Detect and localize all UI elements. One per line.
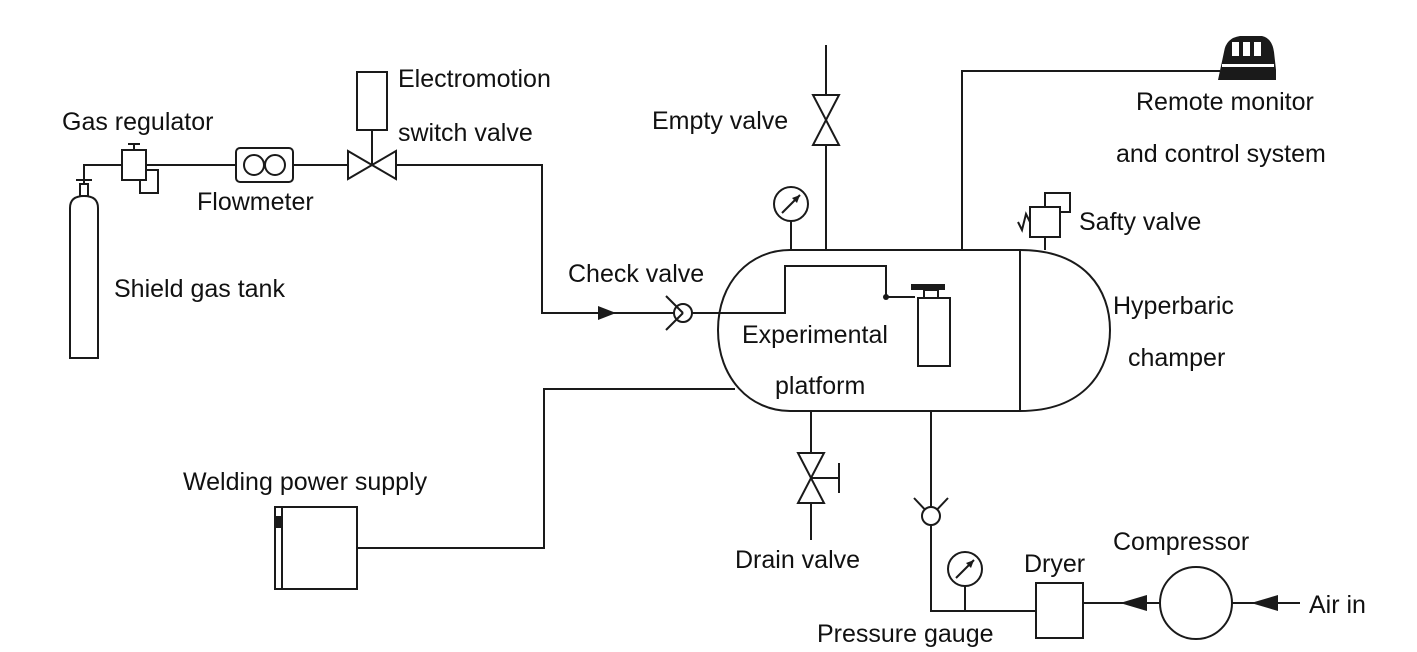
compressor: [1083, 566, 1300, 640]
dryer: [1035, 582, 1084, 639]
hyperbaric-chamber: [716, 249, 1112, 412]
remote-monitor-label-line1: Remote monitor: [1136, 88, 1314, 116]
experimental-platform: [701, 265, 951, 367]
dryer-label: Dryer: [1024, 550, 1086, 578]
flowmeter-label: Flowmeter: [197, 188, 314, 216]
empty-valve-label: Empty valve: [652, 107, 789, 135]
drain-valve-label: Drain valve: [735, 546, 861, 574]
empty-valve: [811, 45, 841, 250]
hyperbaric-chamber-label-line1: Hyperbaric: [1113, 292, 1234, 320]
experimental-platform-label-line1: Experimental: [742, 321, 888, 349]
remote-monitor-label-line2: and control system: [1116, 140, 1326, 168]
flowmeter: [235, 147, 294, 183]
check-valve-label: Check valve: [568, 260, 705, 288]
electromotion-switch-valve: [347, 71, 397, 181]
hyperbaric-chamber-label-line2: champer: [1128, 344, 1226, 372]
welding-power-supply-label: Welding power supply: [183, 468, 428, 496]
compressor-label: Compressor: [1113, 528, 1250, 556]
pressure-gauge-label: Pressure gauge: [817, 620, 994, 648]
gas-regulator-label: Gas regulator: [62, 108, 214, 136]
check-valve: [665, 295, 718, 331]
safety-valve-label: Safty valve: [1079, 208, 1202, 236]
remote-monitor: [961, 36, 1276, 250]
air-in-label: Air in: [1309, 591, 1366, 619]
line-pressure-gauge: [947, 551, 983, 611]
chamber-pressure-gauge: [773, 186, 809, 250]
air-supply-line: [913, 411, 1036, 612]
shield-gas-tank-label: Shield gas tank: [114, 275, 285, 303]
experimental-platform-label-line2: platform: [775, 372, 866, 400]
gas-flow-arrow: [598, 306, 616, 320]
gas-regulator: [121, 143, 159, 194]
safety-valve: [1017, 192, 1071, 250]
drain-valve: [796, 411, 840, 540]
electromotion-label-line1: Electromotion: [398, 65, 551, 93]
electromotion-label-line2: switch valve: [398, 119, 533, 147]
welding-power-supply: [274, 388, 735, 590]
shield-gas-tank: [69, 179, 99, 359]
